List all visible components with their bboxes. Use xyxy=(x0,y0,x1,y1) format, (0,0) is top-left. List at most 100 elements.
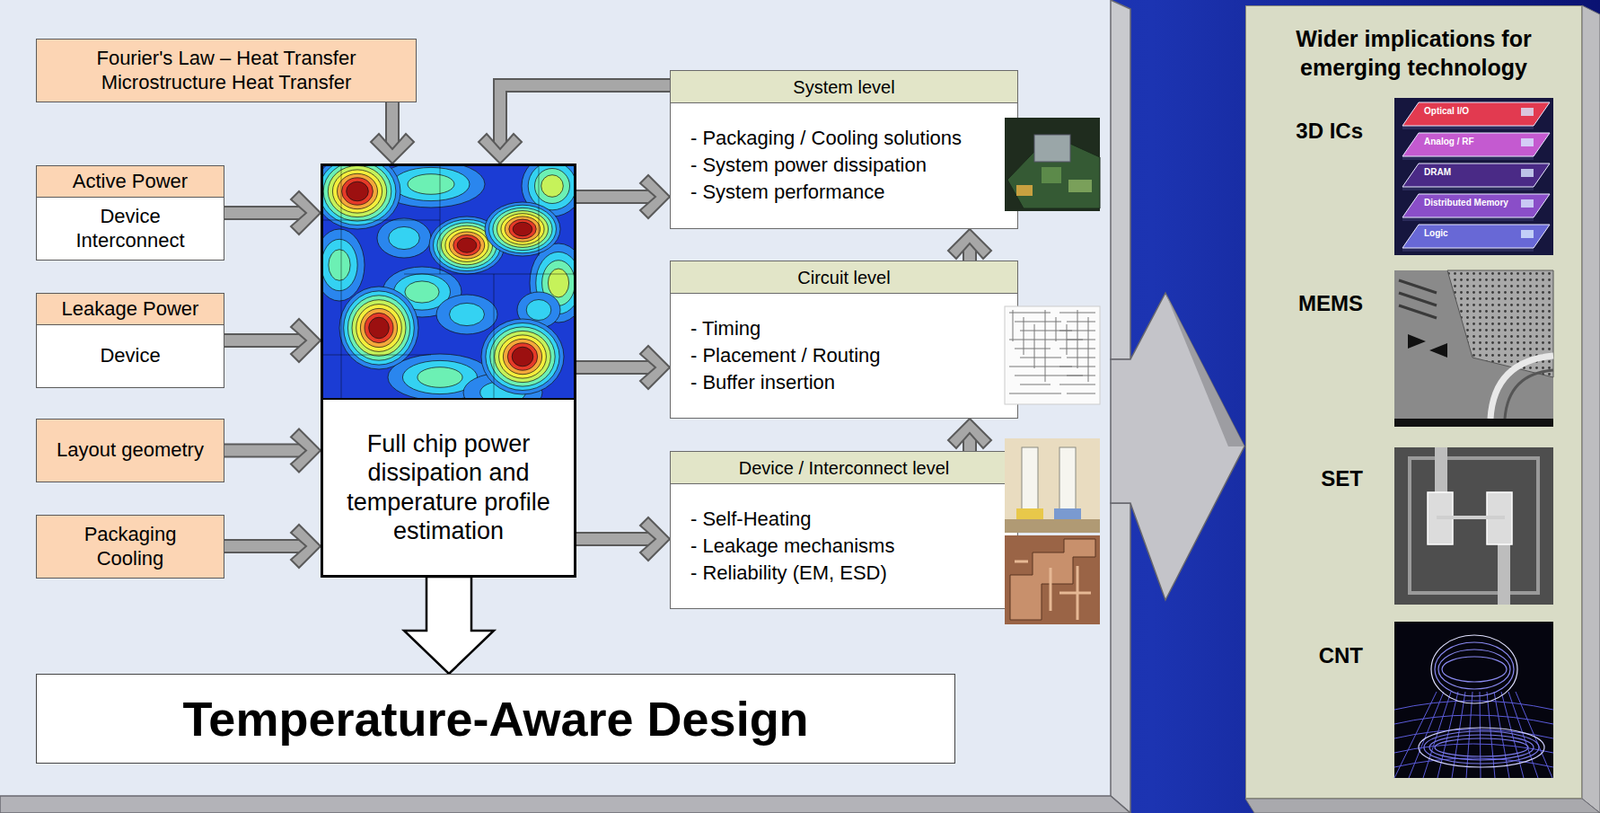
block-arrow xyxy=(576,517,670,561)
arrow-mark xyxy=(1429,342,1448,358)
layer-side xyxy=(1402,186,1534,191)
arrow-shaft-outline xyxy=(224,538,312,554)
arrow-shaft xyxy=(386,102,398,155)
box-text: Layout geometry xyxy=(56,438,204,462)
bullet-text: - System power dissipation xyxy=(690,151,985,179)
input-box: Leakage PowerDevice xyxy=(35,292,225,388)
estimation-body: Full chip power dissipation and temperat… xyxy=(323,397,574,575)
layer-label: Distributed Memory xyxy=(1424,197,1509,209)
header-text: System level xyxy=(792,76,895,98)
arrow-head xyxy=(640,517,670,561)
layout-lines xyxy=(1014,561,1091,620)
arrow-shaft-outline xyxy=(576,360,661,375)
layer-block xyxy=(1520,168,1534,177)
arrow-shaft xyxy=(224,540,312,552)
layer-side xyxy=(1402,125,1534,130)
cnt-tube xyxy=(1429,734,1534,760)
level-header: Device / Interconnect level xyxy=(670,451,1018,484)
header-text: Active Power xyxy=(72,169,188,194)
bullet-text: - Reliability (EM, ESD) xyxy=(690,559,985,587)
schematic-picture xyxy=(1004,306,1100,405)
cnt-dome xyxy=(1438,649,1511,689)
stack-layer xyxy=(1402,132,1550,157)
layer-block xyxy=(1520,199,1534,208)
layer-label: Optical I/O xyxy=(1424,105,1469,117)
arrow-shaft-outline xyxy=(576,531,661,546)
block-arrow xyxy=(224,191,321,235)
technology-label: CNT xyxy=(1257,642,1363,669)
level-box: System level - Packaging / Cooling soluti… xyxy=(669,70,1019,229)
level-box: Device / Interconnect level - Self-Heatin… xyxy=(669,450,1019,609)
substrate xyxy=(1004,518,1100,533)
arrow-shaft-outline xyxy=(962,237,977,261)
board-picture xyxy=(1004,117,1100,211)
box-text: Device Interconnect xyxy=(67,204,194,253)
block-arrow xyxy=(224,318,321,362)
comb-fingers xyxy=(1398,280,1437,318)
lead xyxy=(1434,447,1448,502)
bullet-text: - Packaging / Cooling solutions xyxy=(690,124,985,152)
panel-heading: Wider implications for emerging technolo… xyxy=(1258,24,1569,82)
arrow-mark xyxy=(1407,334,1426,349)
block-arrow xyxy=(224,429,321,473)
arrow-shaft-outline xyxy=(224,443,312,458)
result-box: Temperature-Aware Design xyxy=(35,673,956,764)
stack-layer xyxy=(1402,102,1550,126)
curved-beam xyxy=(1504,369,1554,419)
bullet-text: - Buffer insertion xyxy=(690,369,985,396)
chip xyxy=(1016,184,1033,196)
level-header: Circuit level xyxy=(670,261,1018,294)
box-text: Full chip power dissipation and temperat… xyxy=(330,429,567,546)
curved-beam xyxy=(1490,355,1554,419)
input-box: Active PowerDevice Interconnect xyxy=(35,165,225,261)
input-box: Fourier's Law – Heat Transfer Microstruc… xyxy=(35,38,417,103)
device-picture xyxy=(1004,438,1100,533)
arrow-shaft-outline xyxy=(224,333,312,348)
arrow-shaft xyxy=(964,427,976,451)
technology-label: SET xyxy=(1257,465,1363,493)
cnt-dome xyxy=(1431,634,1518,704)
panel-bevel xyxy=(1110,0,1131,360)
arrow-shaft xyxy=(224,207,312,219)
pillar xyxy=(1059,447,1076,514)
block-arrow xyxy=(576,345,670,389)
cnt-tube xyxy=(1418,727,1545,767)
layer-block xyxy=(1520,138,1534,147)
stack-layer xyxy=(1402,224,1550,248)
bullet-text: - Leakage mechanisms xyxy=(690,532,985,560)
arrow-shaft-outline xyxy=(224,205,312,220)
box-header: Active Power xyxy=(36,166,224,198)
schematic-lines xyxy=(1009,309,1096,394)
frame xyxy=(1409,457,1539,593)
pad xyxy=(1486,492,1513,545)
arrow-head xyxy=(290,191,321,235)
scale-bar xyxy=(1394,418,1554,427)
cnt-picture xyxy=(1394,621,1554,778)
chip xyxy=(1041,167,1062,184)
pad xyxy=(1054,508,1082,519)
box-text: Device xyxy=(99,343,160,368)
block-arrow xyxy=(576,175,670,219)
cnt-dome xyxy=(1441,656,1507,682)
box-text: Fourier's Law – Heat Transfer Microstruc… xyxy=(82,46,370,95)
box-header: Leakage Power xyxy=(36,293,224,326)
block-arrow xyxy=(948,418,992,451)
bullet-text: - Self-Heating xyxy=(690,505,985,533)
arrow-head xyxy=(948,418,992,449)
level-box: Circuit level - Timing- Placement / Routi… xyxy=(669,260,1019,419)
wire xyxy=(1436,515,1505,519)
layer-block xyxy=(1520,107,1534,116)
panel-bevel xyxy=(1582,5,1600,813)
arrow-shaft-outline xyxy=(962,427,977,451)
mems-picture xyxy=(1394,270,1554,427)
arrow-shaft xyxy=(576,191,661,203)
bullet-text: - Timing xyxy=(690,315,985,343)
level-body: - Timing- Placement / Routing- Buffer in… xyxy=(670,293,1018,418)
block-arrow xyxy=(370,102,414,164)
layer-label: Logic xyxy=(1424,228,1449,239)
panel-bevel xyxy=(0,795,1131,813)
board xyxy=(1007,134,1100,209)
header-text: Circuit level xyxy=(797,266,890,289)
